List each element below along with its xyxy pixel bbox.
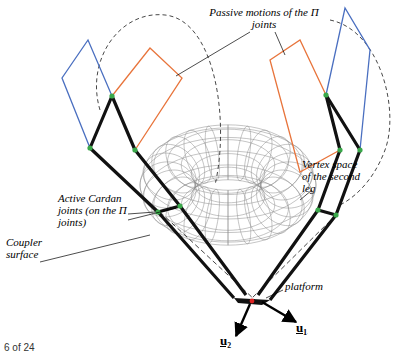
joint-dot bbox=[357, 147, 362, 152]
leader-line bbox=[176, 32, 250, 76]
torus-parallel bbox=[191, 154, 264, 194]
annotation-label: Vertex space of the second leg bbox=[302, 158, 368, 194]
joint-dot bbox=[109, 93, 114, 98]
annotation-label: Passive motions of the Π joints bbox=[208, 6, 320, 30]
platform-point bbox=[250, 299, 255, 304]
vector-label: u₁ bbox=[296, 322, 326, 334]
vector-arrow bbox=[236, 304, 250, 336]
leg-link bbox=[112, 96, 246, 295]
torus-parallel bbox=[195, 167, 261, 203]
coupler-torus bbox=[140, 125, 316, 245]
annotation-label: Coupler surface bbox=[6, 236, 54, 260]
joint-dot bbox=[333, 212, 338, 217]
joint-dot bbox=[132, 147, 137, 152]
torus-meridian bbox=[228, 190, 229, 245]
torus-parallel bbox=[144, 151, 313, 242]
page-number: 6 of 24 bbox=[4, 342, 64, 354]
torus-meridian bbox=[228, 125, 229, 180]
leader-line bbox=[128, 212, 155, 214]
joint-dot bbox=[177, 203, 182, 208]
torus-meridian bbox=[205, 189, 219, 243]
torus-parallel bbox=[168, 175, 289, 240]
passive-link-blue bbox=[62, 40, 112, 148]
vector-label: u₂ bbox=[220, 335, 250, 347]
part-label: platform bbox=[285, 280, 345, 292]
joint-dot bbox=[87, 145, 92, 150]
leader-line bbox=[275, 32, 285, 55]
joint-dot bbox=[323, 92, 328, 97]
vector-arrow bbox=[262, 302, 296, 322]
leader-line bbox=[266, 290, 283, 298]
leg-link bbox=[158, 206, 180, 212]
passive-link-orange bbox=[112, 48, 182, 150]
torus-meridian bbox=[237, 126, 251, 180]
torus-parallel bbox=[191, 177, 264, 217]
annotation-label: Active Cardan joints (on the Π joints) bbox=[58, 192, 142, 228]
leg-link bbox=[270, 95, 360, 300]
leader-line bbox=[128, 208, 176, 220]
leader-line bbox=[40, 235, 150, 262]
joint-dot bbox=[337, 147, 342, 152]
torus-meridian bbox=[237, 189, 251, 243]
joint-dot bbox=[315, 207, 320, 212]
leg-link bbox=[318, 210, 336, 215]
torus-parallel bbox=[181, 180, 275, 231]
